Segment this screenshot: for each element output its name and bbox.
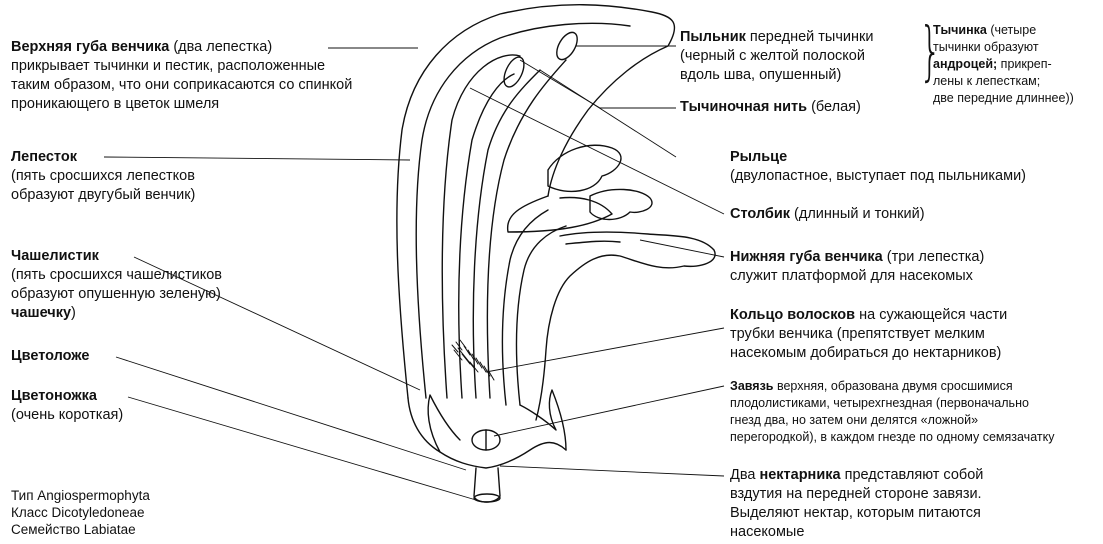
leader-filament bbox=[520, 60, 676, 108]
lower-lip-outline bbox=[536, 232, 715, 420]
leader-pedicel bbox=[128, 397, 476, 500]
corolla-tube-wall bbox=[416, 23, 630, 398]
filament-3 bbox=[487, 60, 566, 398]
label-receptacle: Цветоложе bbox=[11, 347, 89, 366]
label-hair-ring: Кольцо волосков на сужающейся части труб… bbox=[730, 306, 1007, 363]
leader-lower-lip bbox=[640, 240, 724, 257]
label-lower-lip: Нижняя губа венчика (три лепестка) служи… bbox=[730, 248, 984, 286]
sepal-left bbox=[408, 395, 460, 452]
label-stigma: Рыльце (двулопастное, выступает под пыль… bbox=[730, 148, 1026, 186]
anther-1 bbox=[500, 54, 528, 90]
label-pedicel: Цветоножка (очень короткая) bbox=[11, 387, 123, 425]
receptacle bbox=[440, 443, 566, 469]
leader-hair-ring bbox=[486, 328, 724, 372]
label-nectary: Два нектарника представляют собой вздути… bbox=[730, 466, 983, 542]
label-ovary: Завязь верхняя, образована двумя сросшим… bbox=[730, 378, 1054, 446]
label-sepal: Чашелистик (пять сросшихся чашелистиков … bbox=[11, 247, 222, 323]
taxonomy: Тип Angiospermophyta Класс Dicotyledonea… bbox=[11, 487, 150, 538]
label-style: Столбик (длинный и тонкий) bbox=[730, 205, 925, 224]
sepal-right bbox=[520, 390, 566, 450]
pedicel bbox=[474, 468, 500, 502]
stigma-lobe-upper bbox=[548, 145, 621, 191]
leader-receptacle bbox=[116, 357, 466, 470]
filament-2 bbox=[473, 70, 540, 398]
label-anther: Пыльник передней тычинки (черный с желто… bbox=[680, 28, 873, 85]
leader-ovary bbox=[494, 386, 724, 436]
label-petal: Лепесток (пять сросшихся лепестков образ… bbox=[11, 148, 195, 205]
label-filament: Тычиночная нить (белая) bbox=[680, 98, 861, 117]
label-stamen: Тычинка (четыре тычинки образуют андроце… bbox=[933, 22, 1074, 107]
filament-1 bbox=[459, 74, 514, 398]
label-upper-lip: Верхняя губа венчика (два лепестка) прик… bbox=[11, 38, 352, 114]
leader-stigma bbox=[540, 70, 676, 157]
leader-nectary bbox=[500, 466, 724, 476]
